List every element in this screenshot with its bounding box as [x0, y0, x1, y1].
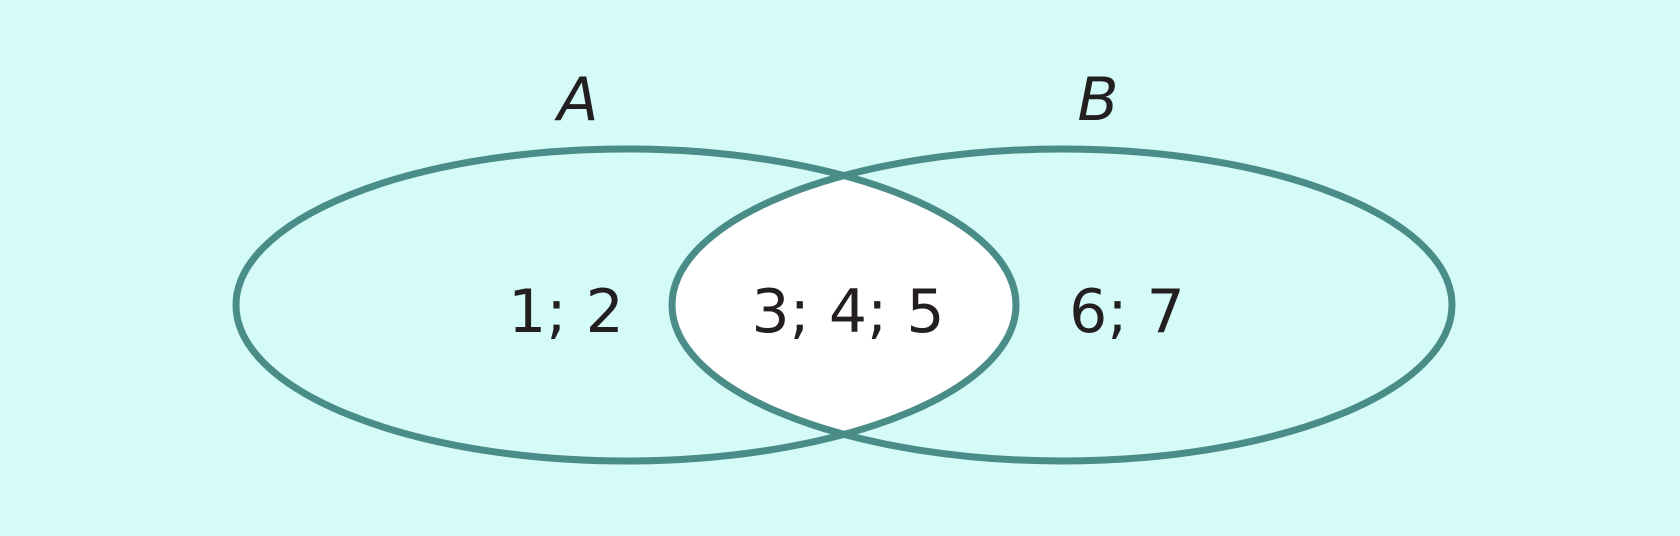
intersection-region [672, 149, 1016, 461]
only-a-elements: 1; 2 [508, 277, 624, 347]
set-a-ellipse [232, 145, 1020, 465]
only-b-elements: 6; 7 [1069, 277, 1185, 347]
set-b-label: B [1077, 65, 1118, 135]
intersection-elements: 3; 4; 5 [751, 277, 944, 347]
set-b-ellipse [668, 145, 1456, 465]
set-a-label: A [553, 65, 598, 135]
